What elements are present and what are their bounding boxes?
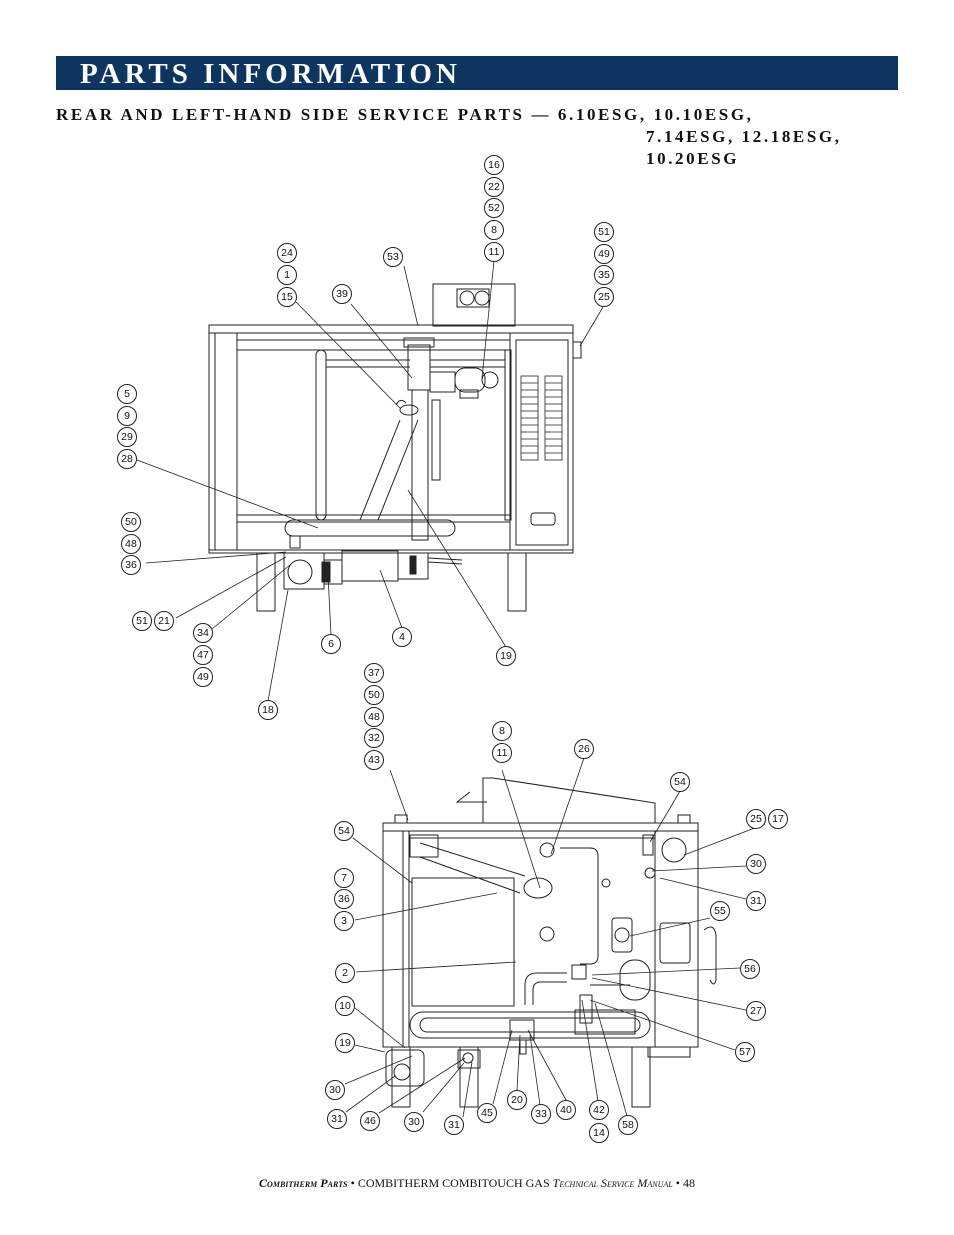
callout-bottom-7: 7 [334, 868, 354, 888]
callout-top-53: 53 [383, 247, 403, 267]
callout-bottom-30c: 30 [404, 1112, 424, 1132]
callout-top-22: 22 [484, 177, 504, 197]
callout-top-11: 11 [484, 242, 504, 262]
footer-separator-2: • [672, 1176, 683, 1190]
callout-top-8: 8 [484, 220, 504, 240]
callout-top-49: 49 [594, 244, 614, 264]
callout-bottom-37: 37 [364, 663, 384, 683]
callout-bottom-20: 20 [507, 1090, 527, 1110]
callout-bottom-2: 2 [335, 963, 355, 983]
callout-bottom-58: 58 [618, 1115, 638, 1135]
callout-bottom-57: 57 [735, 1042, 755, 1062]
callout-top-39: 39 [332, 284, 352, 304]
subtitle-line-1: REAR AND LEFT-HAND SIDE SERVICE PARTS — … [56, 105, 754, 124]
callout-bottom-55: 55 [710, 901, 730, 921]
callout-bottom-56: 56 [740, 959, 760, 979]
callout-bottom-31b: 31 [327, 1109, 347, 1129]
callout-top-51: 51 [594, 222, 614, 242]
callout-top-16: 16 [484, 155, 504, 175]
top-diagram-leaders [136, 260, 604, 702]
callout-top-52: 52 [484, 198, 504, 218]
callout-bottom-19: 19 [335, 1033, 355, 1053]
callout-bottom-11: 11 [492, 743, 512, 763]
callout-bottom-17: 17 [768, 809, 788, 829]
callout-top-1: 1 [277, 265, 297, 285]
callout-bottom-31c: 31 [444, 1115, 464, 1135]
bottom-diagram-leaders [344, 757, 766, 1118]
callout-top-21: 21 [154, 611, 174, 631]
callout-bottom-8: 8 [492, 721, 512, 741]
callout-bottom-48: 48 [364, 707, 384, 727]
callout-bottom-43: 43 [364, 750, 384, 770]
callout-bottom-42: 42 [589, 1100, 609, 1120]
footer-manual: Technical Service Manual [552, 1176, 673, 1190]
callout-top-47: 47 [193, 645, 213, 665]
callout-top-6: 6 [321, 634, 341, 654]
top-diagram-oven-rear-view [208, 283, 582, 612]
page-footer: Combitherm Parts • COMBITHERM COMBITOUCH… [0, 1176, 954, 1191]
callout-bottom-45: 45 [477, 1103, 497, 1123]
callout-top-35: 35 [594, 265, 614, 285]
callout-top-36: 36 [121, 555, 141, 575]
subtitle-line-2: 7.14ESG, 12.18ESG, [646, 127, 842, 146]
callout-top-9: 9 [117, 406, 137, 426]
callout-top-49b: 49 [193, 667, 213, 687]
callout-bottom-46: 46 [360, 1111, 380, 1131]
callout-bottom-31a: 31 [746, 891, 766, 911]
callout-top-4: 4 [392, 627, 412, 647]
callout-bottom-54b: 54 [334, 821, 354, 841]
callout-top-25: 25 [594, 287, 614, 307]
section-banner: PARTS INFORMATION [56, 56, 898, 90]
page-title: PARTS INFORMATION [80, 58, 461, 90]
callout-bottom-36: 36 [334, 889, 354, 909]
callout-top-51b: 51 [132, 611, 152, 631]
callout-top-28: 28 [117, 449, 137, 469]
callout-bottom-25: 25 [746, 809, 766, 829]
callout-top-50: 50 [121, 512, 141, 532]
callout-top-29: 29 [117, 427, 137, 447]
callout-bottom-26: 26 [574, 739, 594, 759]
footer-product: COMBITHERM COMBITOUCH GAS [357, 1176, 553, 1190]
callout-top-18: 18 [258, 700, 278, 720]
callout-top-5: 5 [117, 384, 137, 404]
subtitle-line-3: 10.20ESG [646, 149, 740, 168]
callout-bottom-32: 32 [364, 728, 384, 748]
callout-bottom-30b: 30 [325, 1080, 345, 1100]
callout-top-24: 24 [277, 243, 297, 263]
callout-bottom-40: 40 [556, 1100, 576, 1120]
callout-bottom-14: 14 [589, 1123, 609, 1143]
callout-bottom-33: 33 [531, 1104, 551, 1124]
callout-bottom-54a: 54 [670, 772, 690, 792]
footer-section: Combitherm Parts [259, 1176, 348, 1190]
callout-top-34: 34 [193, 623, 213, 643]
callout-bottom-27: 27 [746, 1001, 766, 1021]
callout-bottom-3: 3 [334, 911, 354, 931]
footer-separator-1: • [347, 1176, 358, 1190]
callout-bottom-50: 50 [364, 685, 384, 705]
bottom-diagram-oven-side-view [382, 777, 717, 1108]
callout-bottom-10: 10 [335, 996, 355, 1016]
footer-page-number: 48 [682, 1176, 695, 1190]
callout-top-15: 15 [277, 287, 297, 307]
callout-top-19: 19 [496, 646, 516, 666]
callout-bottom-30a: 30 [746, 854, 766, 874]
callout-top-48: 48 [121, 534, 141, 554]
